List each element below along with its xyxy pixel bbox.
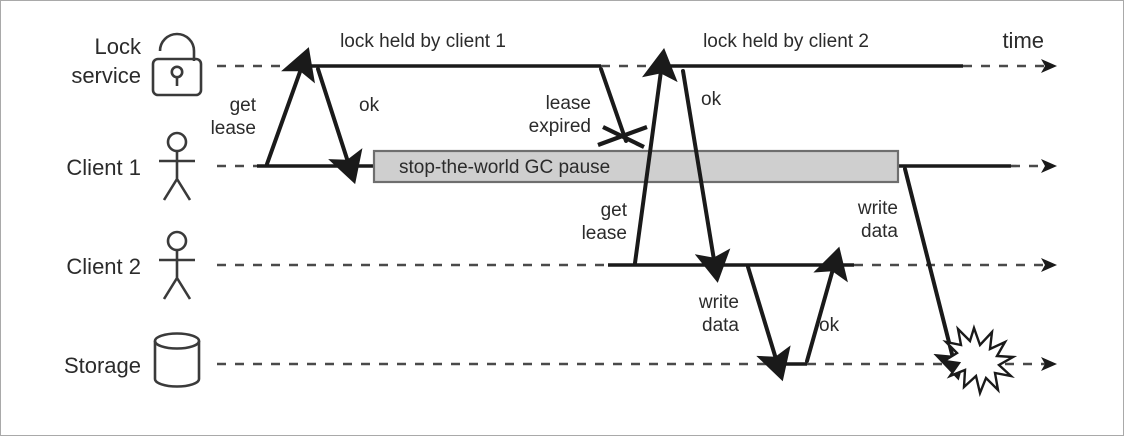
- message-get-lease-2-line1: get: [601, 200, 628, 221]
- message-lease-expired-line2: expired: [529, 116, 591, 137]
- message-ok-3-label: ok: [819, 315, 840, 336]
- message-get-lease-1: get lease: [211, 47, 315, 166]
- message-write-data-client1: write data: [857, 167, 969, 381]
- span-label-lock-held-2: lock held by client 2: [703, 31, 869, 52]
- span-label-lock-held-1: lock held by client 1: [340, 31, 506, 52]
- lane-label-client-1-line1: Client 1: [66, 155, 141, 180]
- message-write-data-client2-line2: data: [702, 315, 739, 336]
- lane-label-client-2-line1: Client 2: [66, 254, 141, 279]
- message-write-data-client1-line2: data: [861, 221, 898, 242]
- padlock-icon: [151, 32, 203, 97]
- message-get-lease-1-line1: get: [230, 95, 257, 116]
- message-write-data-client2-line1: write: [698, 292, 739, 313]
- lane-label-client-2: Client 2: [66, 254, 141, 279]
- message-ok-2: ok: [681, 69, 731, 283]
- message-lease-expired-line1: lease: [546, 93, 591, 114]
- stick-figure-icon-client-2: [159, 230, 195, 300]
- stick-figure-icon-client-1: [159, 131, 195, 201]
- lane-label-storage: Storage: [64, 353, 141, 378]
- message-get-lease-1-line2: lease: [211, 118, 256, 139]
- time-arrow-storage: [1041, 357, 1057, 371]
- explosion-burst-icon: [940, 324, 1018, 397]
- time-arrow-client-1: [1041, 159, 1057, 173]
- lifeline-client-2: [217, 258, 1057, 272]
- lane-label-lock-service-line2: service: [71, 63, 141, 88]
- lane-label-lock-service-line1: Lock: [95, 34, 142, 59]
- lifeline-lock-service: [217, 59, 1057, 73]
- message-ok-1: ok: [316, 67, 380, 185]
- message-get-lease-2: get lease: [582, 48, 678, 265]
- time-axis-label: time: [1002, 28, 1044, 53]
- time-arrow-lock-service: [1041, 59, 1057, 73]
- message-ok-3: ok: [805, 246, 848, 363]
- message-write-data-client1-line1: write: [857, 198, 898, 219]
- database-cylinder-icon: [153, 332, 201, 388]
- gc-pause-label: stop-the-world GC pause: [399, 157, 610, 178]
- message-ok-2-label: ok: [701, 89, 722, 110]
- message-ok-1-label: ok: [359, 95, 380, 116]
- lane-label-lock-service: Lock service: [71, 34, 142, 88]
- message-lease-expired: lease expired: [529, 67, 648, 149]
- lifeline-storage: [217, 357, 1057, 371]
- time-arrow-client-2: [1041, 258, 1057, 272]
- message-write-data-client2: write data: [698, 265, 791, 382]
- lane-label-client-1: Client 1: [66, 155, 141, 180]
- message-get-lease-2-line2: lease: [582, 223, 627, 244]
- lane-label-storage-line1: Storage: [64, 353, 141, 378]
- gc-pause-box: [372, 149, 900, 184]
